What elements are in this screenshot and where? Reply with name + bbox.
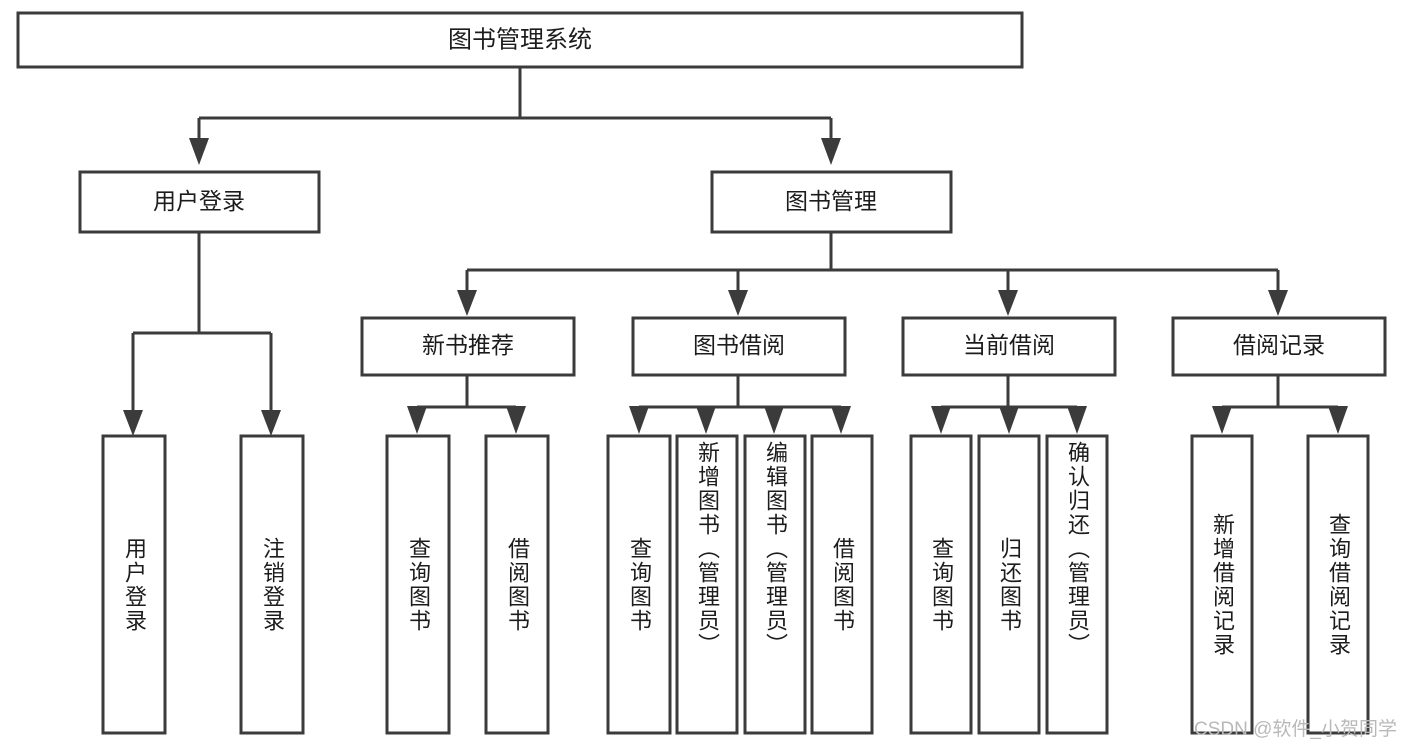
node-user-login-label: 用户登录 xyxy=(153,188,245,214)
connectors-bookmgmt-to-level3 xyxy=(457,232,1288,316)
arrow-head-current-borrow xyxy=(998,290,1018,316)
leaf-box-return-book[interactable] xyxy=(977,434,1041,735)
leaf-box-query-book-3[interactable] xyxy=(909,434,973,735)
leaf-box-logout-login[interactable] xyxy=(239,434,305,735)
node-current-borrow-label: 当前借阅 xyxy=(963,332,1055,358)
leaf-box-borrow-book-2[interactable] xyxy=(810,434,874,735)
csdn-watermark: CSDN @软件_小贺同学 xyxy=(1194,719,1397,740)
node-root[interactable]: 图书管理系统 xyxy=(16,11,1024,69)
leaf-boxes xyxy=(101,434,1370,735)
node-borrow-record-box[interactable] xyxy=(1171,316,1387,377)
leaf-box-query-record[interactable] xyxy=(1306,434,1370,735)
connectors-userlogin-to-leaves xyxy=(123,232,281,436)
arrow-head-leaf-query-book-3 xyxy=(931,406,951,434)
arrow-head-leaf-borrow-book-2 xyxy=(831,406,851,434)
connectors-bookborrow-to-leaves xyxy=(629,375,851,434)
leaf-box-add-record[interactable] xyxy=(1190,434,1254,735)
connectors-borrowrecord-to-leaves xyxy=(1212,375,1348,434)
node-book-borrow[interactable]: 图书借阅 xyxy=(631,316,847,377)
leaf-box-query-book-1[interactable] xyxy=(385,434,451,735)
leaf-box-user-login[interactable] xyxy=(101,434,167,735)
arrow-head-leaf-query-book-2 xyxy=(629,406,649,434)
arrow-head-leaf-edit-book xyxy=(764,406,784,434)
connectors-root-to-level2 xyxy=(189,67,841,165)
arrow-head-new-book xyxy=(457,290,477,316)
node-new-book-recommend[interactable]: 新书推荐 xyxy=(360,316,576,377)
node-root-box[interactable] xyxy=(16,11,1024,69)
node-new-book-recommend-label: 新书推荐 xyxy=(422,332,514,358)
node-book-borrow-label: 图书借阅 xyxy=(693,332,785,358)
node-borrow-record-label: 借阅记录 xyxy=(1233,332,1325,358)
connectors-newbook-to-leaves xyxy=(407,375,526,434)
arrow-head-user-login xyxy=(189,138,209,165)
node-user-login-box[interactable] xyxy=(78,170,321,234)
node-current-borrow[interactable]: 当前借阅 xyxy=(901,316,1117,377)
node-book-management[interactable]: 图书管理 xyxy=(710,170,953,234)
arrow-head-leaf-confirm-return xyxy=(1067,406,1087,434)
node-borrow-record[interactable]: 借阅记录 xyxy=(1171,316,1387,377)
node-book-management-label: 图书管理 xyxy=(785,188,877,214)
leaf-box-borrow-book-1[interactable] xyxy=(484,434,550,735)
arrow-head-leaf-query-record xyxy=(1328,406,1348,434)
leaf-box-edit-book[interactable] xyxy=(743,434,807,735)
arrow-head-leaf-borrow-book-1 xyxy=(506,406,526,434)
arrow-head-book-management xyxy=(821,138,841,165)
node-new-book-recommend-box[interactable] xyxy=(360,316,576,377)
arrow-head-leaf-return-book xyxy=(999,406,1019,434)
node-book-borrow-box[interactable] xyxy=(631,316,847,377)
arrow-head-leaf-add-record xyxy=(1212,406,1232,434)
node-root-label: 图书管理系统 xyxy=(448,26,592,53)
node-book-management-box[interactable] xyxy=(710,170,953,234)
arrow-head-leaf-logout xyxy=(261,410,281,436)
arrow-head-leaf-user-login xyxy=(123,410,143,436)
node-user-login[interactable]: 用户登录 xyxy=(78,170,321,234)
arrow-head-book-borrow xyxy=(728,290,748,316)
arrow-head-leaf-query-book-1 xyxy=(407,406,427,434)
arrow-head-leaf-add-book xyxy=(696,406,716,434)
node-current-borrow-box[interactable] xyxy=(901,316,1117,377)
leaf-box-add-book[interactable] xyxy=(675,434,739,735)
leaf-box-query-book-2[interactable] xyxy=(606,434,672,735)
arrow-head-borrow-record xyxy=(1268,290,1288,316)
leaf-box-confirm-return[interactable] xyxy=(1045,434,1109,735)
connectors-currentborrow-to-leaves xyxy=(931,375,1087,434)
